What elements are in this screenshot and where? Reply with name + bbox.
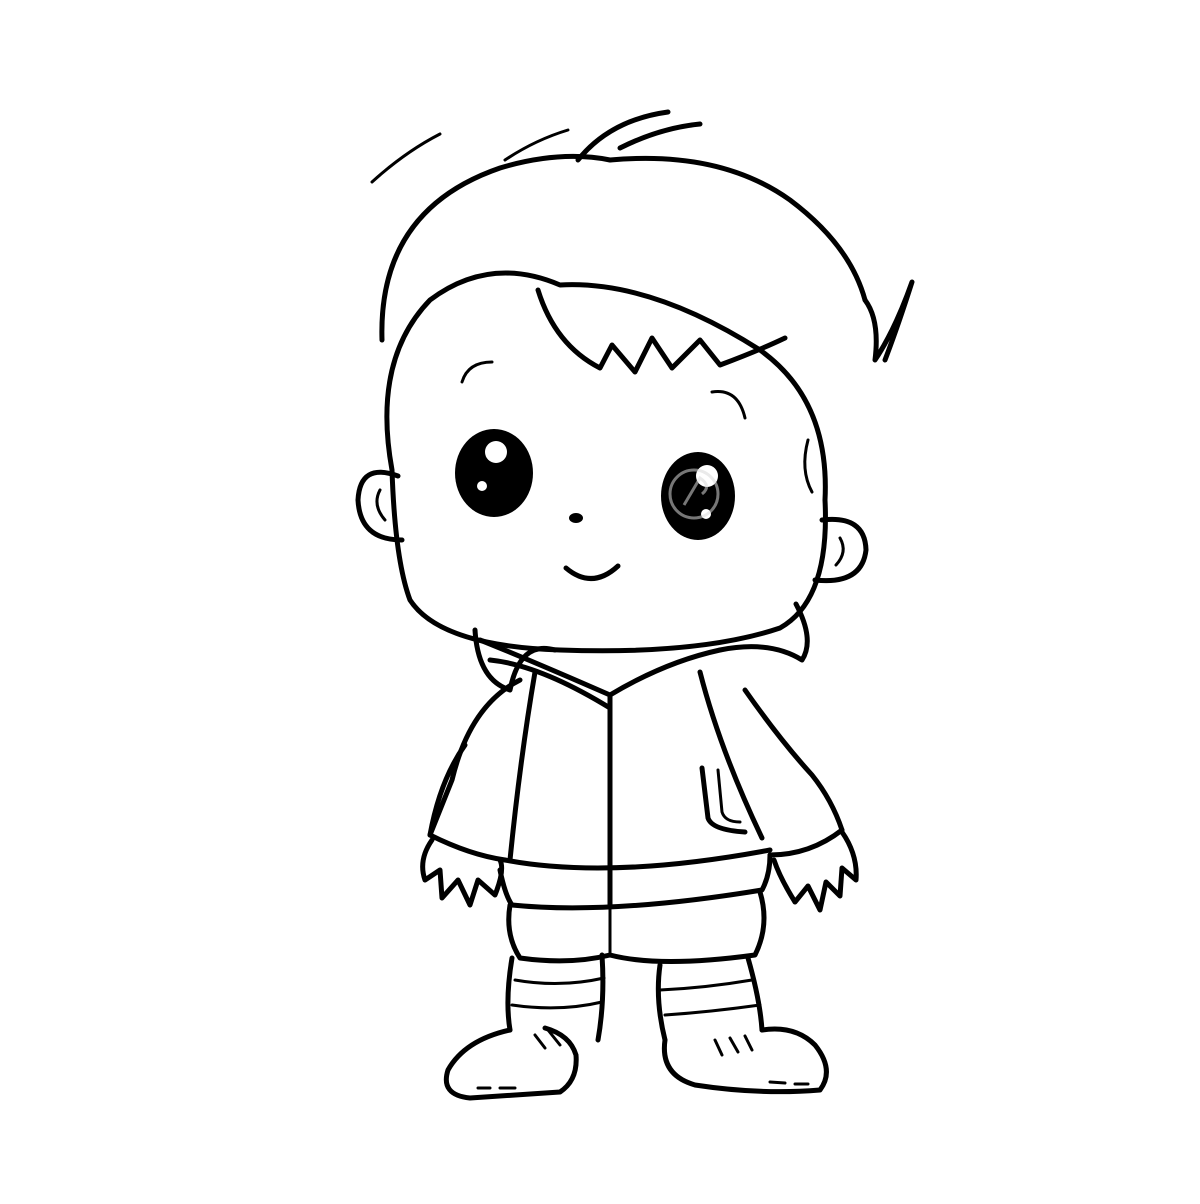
nose — [569, 513, 583, 523]
left-hand — [420, 837, 505, 908]
head — [384, 270, 828, 654]
motion-lines — [370, 128, 570, 184]
shoes — [443, 1025, 829, 1101]
right-cuff-top — [767, 827, 845, 858]
right-ear — [812, 516, 869, 584]
left-cuff-top — [427, 832, 508, 863]
hands — [420, 829, 859, 913]
hair-top — [379, 109, 915, 363]
left-shoe — [443, 1025, 579, 1101]
jacket — [427, 669, 845, 911]
eyes — [455, 429, 735, 540]
eyebrows — [460, 360, 747, 420]
left-eye — [455, 429, 533, 517]
left-ear — [355, 469, 405, 543]
smile — [563, 563, 621, 581]
right-leg-inner — [655, 962, 668, 1043]
sleeves — [427, 742, 845, 863]
shorts — [506, 889, 767, 964]
left-leg-inner — [595, 952, 606, 1043]
right-eye — [661, 452, 735, 540]
nose-and-mouth — [563, 513, 621, 581]
watermark-logo — [668, 468, 720, 520]
legs — [505, 952, 765, 1043]
right-leg-outer — [745, 955, 765, 1033]
ears — [355, 469, 869, 584]
left-leg-outer — [505, 955, 515, 1033]
right-hand — [771, 829, 859, 913]
right-shoe — [661, 1026, 829, 1095]
